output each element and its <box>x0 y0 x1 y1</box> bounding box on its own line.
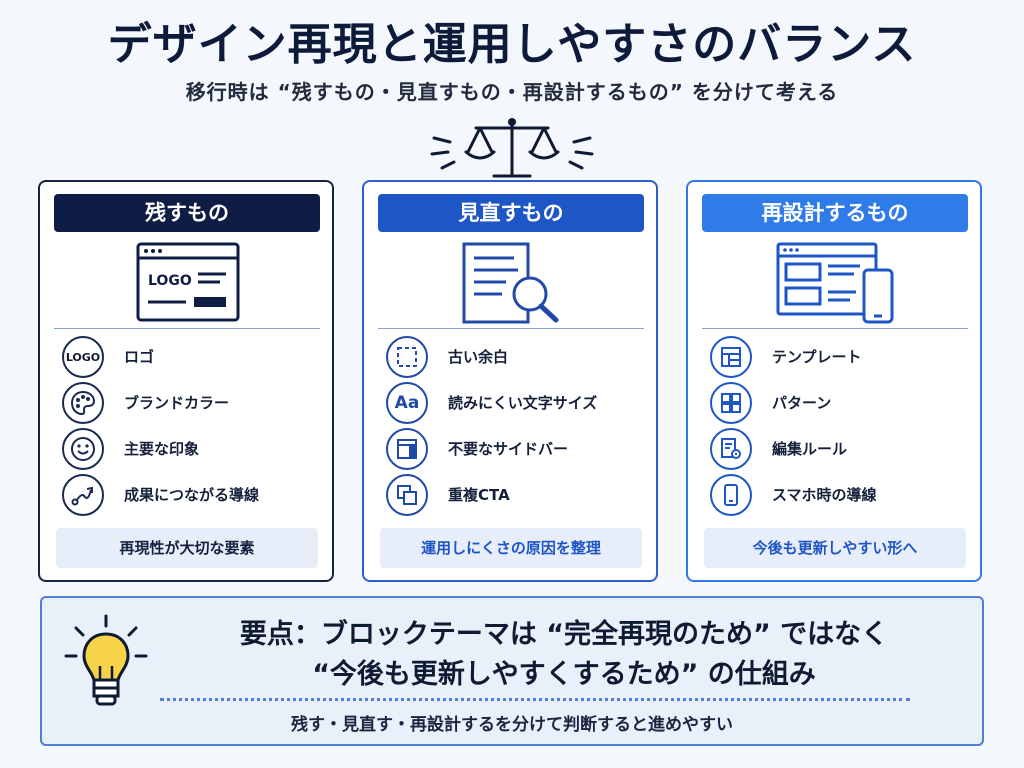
summary-note: 残す・見直す・再設計するを分けて判断すると進めやすい <box>291 715 733 735</box>
smile-face-icon <box>62 428 104 470</box>
balance-scale-icon <box>428 112 596 184</box>
list-item: ブランドカラー <box>62 382 322 424</box>
edit-rules-gear-icon <box>710 428 752 470</box>
card-divider <box>702 328 968 329</box>
card-review-title: 見直すもの <box>378 194 644 232</box>
card-keep: 残すもの LOGO LOGO ロゴ ブランドカラー 主要な印象 <box>38 180 334 582</box>
pattern-blocks-icon <box>710 382 752 424</box>
item-label: ロゴ <box>124 348 155 366</box>
card-keep-title: 残すもの <box>54 194 320 232</box>
responsive-layout-icon <box>776 240 896 326</box>
item-label: パターン <box>772 394 832 412</box>
smartphone-icon <box>710 474 752 516</box>
palette-icon <box>62 382 104 424</box>
card-divider <box>378 328 644 329</box>
list-item: Aa 読みにくい文字サイズ <box>386 382 646 424</box>
list-item: テンプレート <box>710 336 970 378</box>
summary-headline-1: 要点：ブロックテーマは “完全再現のため” ではなく <box>239 619 889 650</box>
list-item: パターン <box>710 382 970 424</box>
card-divider <box>54 328 320 329</box>
list-item: 不要なサイドバー <box>386 428 646 470</box>
item-label: 不要なサイドバー <box>448 440 569 458</box>
item-label: 重複CTA <box>448 486 510 504</box>
browser-logo-icon: LOGO <box>128 240 248 326</box>
item-label: テンプレート <box>772 348 862 366</box>
item-label: ブランドカラー <box>124 394 230 412</box>
list-item: 成果につながる導線 <box>62 474 322 516</box>
font-size-icon: Aa <box>386 382 428 424</box>
card-keep-footer: 再現性が大切な要素 <box>56 528 318 568</box>
card-redesign-footer: 今後も更新しやすい形へ <box>704 528 966 568</box>
list-item: 古い余白 <box>386 336 646 378</box>
document-search-icon <box>452 240 572 326</box>
conversion-path-icon <box>62 474 104 516</box>
item-label: 主要な印象 <box>124 440 200 458</box>
summary-headline-2: “今後も更新しやすくするため” の仕組み <box>312 659 816 690</box>
dashed-square-icon <box>386 336 428 378</box>
list-item: 重複CTA <box>386 474 646 516</box>
item-label: 編集ルール <box>772 440 848 458</box>
card-review-footer: 運用しにくさの原因を整理 <box>380 528 642 568</box>
list-item: LOGO ロゴ <box>62 336 322 378</box>
list-item: 主要な印象 <box>62 428 322 470</box>
card-redesign: 再設計するもの テンプレート パターン <box>686 180 982 582</box>
page-subtitle: 移行時は “残すもの・見直すもの・再設計するもの” を分けて考える <box>185 80 839 104</box>
item-label: 古い余白 <box>448 348 509 366</box>
lightbulb-icon <box>64 614 148 724</box>
logo-icon: LOGO <box>62 336 104 378</box>
duplicate-squares-icon <box>386 474 428 516</box>
list-item: 編集ルール <box>710 428 970 470</box>
dotted-divider <box>160 698 910 701</box>
illus-logo-text: LOGO <box>148 273 192 289</box>
item-label: スマホ時の導線 <box>772 486 877 504</box>
item-label: 読みにくい文字サイズ <box>448 394 598 412</box>
list-item: スマホ時の導線 <box>710 474 970 516</box>
card-redesign-title: 再設計するもの <box>702 194 968 232</box>
item-label: 成果につながる導線 <box>124 486 260 504</box>
template-grid-icon <box>710 336 752 378</box>
summary-box: 要点：ブロックテーマは “完全再現のため” ではなく “今後も更新しやすくするた… <box>40 596 984 746</box>
page-title: デザイン再現と運用しやすさのバランス <box>107 19 917 70</box>
sidebar-layout-icon <box>386 428 428 470</box>
card-review: 見直すもの 古い余白 Aa 読みにくい文字サイズ 不要なサイドバー <box>362 180 658 582</box>
